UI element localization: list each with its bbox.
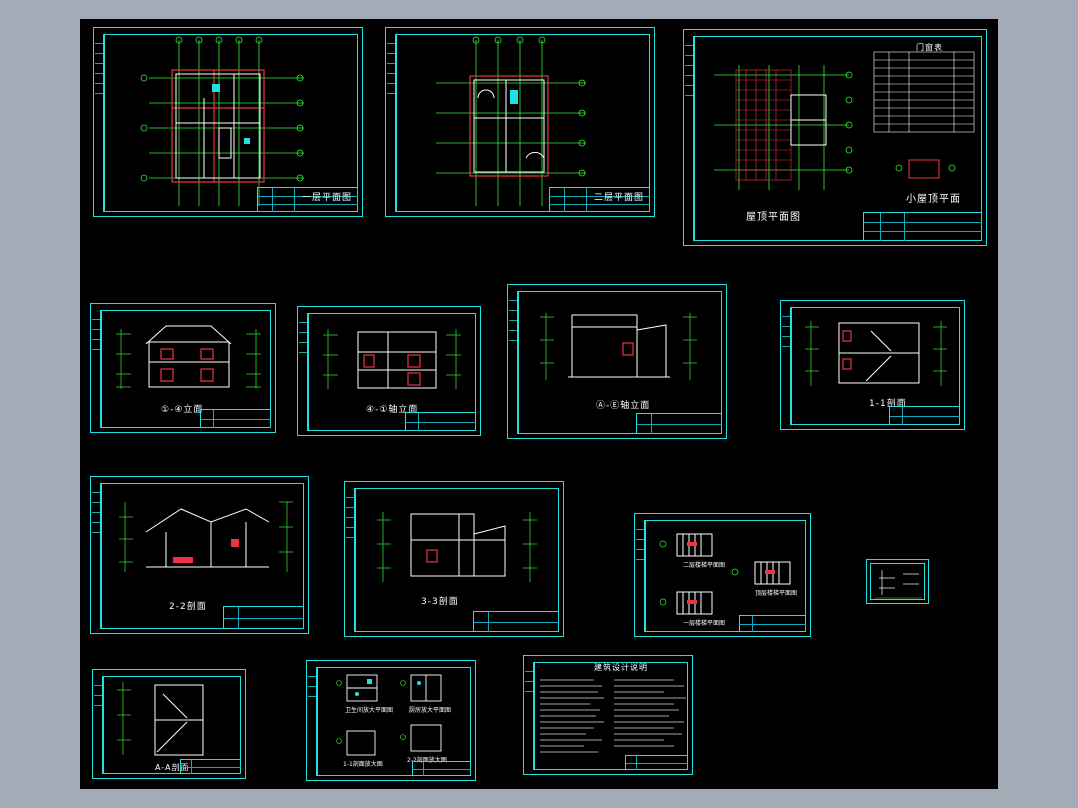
detail-title-1: 卫生间放大平面图 xyxy=(345,707,394,714)
sheet-border xyxy=(870,563,925,600)
floor-plan-drawing xyxy=(436,36,586,206)
sheet-title: 一层平面图 xyxy=(302,193,353,203)
sheet-border xyxy=(101,483,304,629)
detail-drawing xyxy=(875,570,922,599)
sheet-section-a[interactable]: A-A剖面 xyxy=(92,669,246,779)
sheet-border xyxy=(694,36,982,241)
sheet-roof-plan[interactable]: 门窗表 屋顶平面图 小屋顶平面 xyxy=(683,29,987,246)
roof-plan-drawing xyxy=(714,51,975,190)
sheet-section-2[interactable]: 2-2剖面 xyxy=(90,476,309,634)
sheet-title: 3-3剖面 xyxy=(421,597,459,607)
title-block: 二层平面图 xyxy=(549,187,650,212)
sheet-elevation-2[interactable]: ④-①轴立面 xyxy=(297,306,481,436)
sheet-title: ④-①轴立面 xyxy=(366,405,419,415)
title-block xyxy=(223,606,304,629)
title-block xyxy=(200,409,271,428)
section-drawing xyxy=(117,682,204,756)
elevation-drawing xyxy=(323,329,461,389)
title-block xyxy=(889,406,960,425)
sheet-plan-2f[interactable]: 二层平面图 xyxy=(385,27,655,217)
sheet-border xyxy=(308,313,476,431)
stair-plan-drawing xyxy=(659,533,791,615)
binding-strip xyxy=(782,307,791,425)
stair-title-2f: 二层楼梯平面图 xyxy=(683,562,726,569)
sheet-plan-1f[interactable]: 一层平面图 xyxy=(93,27,363,217)
sheet-border xyxy=(104,34,358,212)
sheet-title: 屋顶平面图 xyxy=(746,212,801,223)
title-block xyxy=(412,761,471,776)
detail-drawing xyxy=(336,674,442,756)
binding-strip xyxy=(299,313,308,431)
sheet-border xyxy=(645,520,806,632)
sheet-border xyxy=(317,667,471,776)
elevation-drawing xyxy=(116,325,261,389)
sheet-border xyxy=(355,488,559,632)
sheet-detail-small[interactable] xyxy=(866,559,929,604)
title-block xyxy=(180,759,241,774)
sheet-border xyxy=(103,676,241,774)
cad-drawing-canvas[interactable]: 一层平面图 二层平面图 xyxy=(80,19,998,789)
title-block xyxy=(636,413,722,434)
title-block xyxy=(625,755,688,770)
sheet-title: 建筑设计说明 xyxy=(594,663,648,672)
binding-strip xyxy=(346,488,355,632)
title-block xyxy=(739,615,806,632)
sheet-title-2: 小屋顶平面 xyxy=(906,194,961,205)
sheet-stair-plans[interactable]: 二层楼梯平面图 顶层楼梯平面图 一层楼梯平面图 xyxy=(634,513,811,637)
sheet-title: Ⓐ-Ⓔ轴立面 xyxy=(596,401,651,411)
section-drawing xyxy=(805,321,947,386)
sheet-elevation-3[interactable]: Ⓐ-Ⓔ轴立面 xyxy=(507,284,727,439)
sheet-section-1[interactable]: 1-1剖面 xyxy=(780,300,965,430)
sheet-title: 1-1剖面 xyxy=(869,399,907,409)
section-drawing xyxy=(119,501,293,572)
binding-strip xyxy=(92,310,101,428)
title-block xyxy=(405,412,476,431)
sheet-border xyxy=(534,662,688,770)
detail-title-3: 1-1剖面放大图 xyxy=(343,761,383,768)
sheet-title: 二层平面图 xyxy=(594,193,645,203)
binding-strip xyxy=(387,34,396,212)
sheet-border xyxy=(396,34,650,212)
stair-title-1f: 一层楼梯平面图 xyxy=(683,620,726,627)
title-block: 一层平面图 xyxy=(257,187,358,212)
detail-title-4: 2-2剖面放大图 xyxy=(407,757,447,764)
title-block xyxy=(473,611,559,632)
sheet-section-3[interactable]: 3-3剖面 xyxy=(344,481,564,637)
sheet-title: 2-2剖面 xyxy=(169,602,207,612)
sheet-border xyxy=(791,307,960,425)
sheet-design-notes[interactable]: 建筑设计说明 xyxy=(523,655,693,775)
floor-plan-drawing xyxy=(140,36,304,206)
sheet-elevation-1[interactable]: ①-④立面 xyxy=(90,303,276,433)
binding-strip xyxy=(685,36,694,241)
sheet-title: ①-④立面 xyxy=(161,405,204,415)
binding-strip xyxy=(92,483,101,629)
stair-title-top: 顶层楼梯平面图 xyxy=(755,590,798,597)
sheet-border xyxy=(518,291,722,434)
binding-strip xyxy=(95,34,104,212)
title-block xyxy=(863,212,982,241)
detail-title-2: 厨房放大平面图 xyxy=(409,707,452,714)
sheet-title: A-A剖面 xyxy=(155,763,190,772)
sheet-enlarged-details[interactable]: 卫生间放大平面图 厨房放大平面图 1-1剖面放大图 2-2剖面放大图 xyxy=(306,660,476,781)
notes-text-lines xyxy=(540,679,686,753)
binding-strip xyxy=(308,667,317,776)
sheet-border xyxy=(101,310,271,428)
binding-strip xyxy=(636,520,645,632)
elevation-drawing xyxy=(540,313,697,380)
binding-strip xyxy=(525,662,534,770)
binding-strip xyxy=(509,291,518,434)
binding-strip xyxy=(94,676,103,774)
table-title: 门窗表 xyxy=(916,43,943,52)
section-drawing xyxy=(377,512,537,582)
